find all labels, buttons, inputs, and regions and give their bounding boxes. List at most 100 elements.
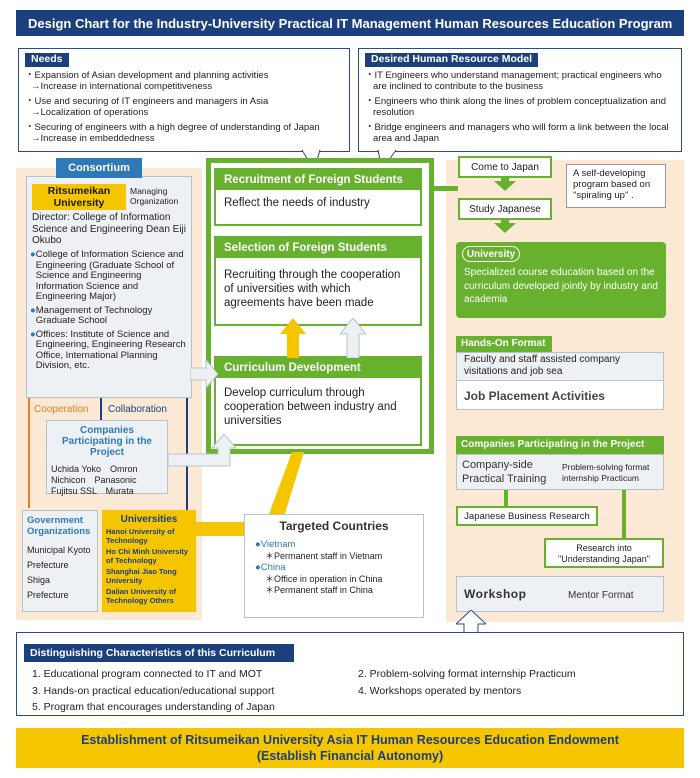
- needs-item: ・Expansion of Asian development and plan…: [25, 69, 269, 81]
- china-row: ●China: [255, 562, 413, 574]
- university-item: Dalian University of Technology Others: [106, 587, 177, 605]
- government-item: Prefecture: [27, 590, 69, 600]
- connector-research: [622, 490, 626, 538]
- companies-right-heading: Companies Participating in the Project: [456, 436, 664, 454]
- cooperation-line-orange: [28, 398, 30, 508]
- company-side-box: [456, 454, 664, 490]
- university-green-box: [456, 242, 666, 318]
- characteristic-item: 3. Hands-on practical education/educatio…: [32, 684, 275, 697]
- characteristics-right: 2. Problem-solving format internship Pra…: [358, 666, 678, 699]
- bullet-icon: ●: [30, 328, 36, 340]
- bullet-text: Offices: Institute of Science and Engine…: [35, 328, 186, 371]
- workshop-box: [456, 576, 664, 612]
- bullet-text: Management of Technology Graduate School: [35, 304, 153, 326]
- government-box: Government Organizations Municipal Kyoto…: [22, 510, 98, 612]
- characteristic-item: 4. Workshops operated by mentors: [358, 684, 522, 697]
- consortium-panel: [26, 176, 192, 398]
- handson-body: Faculty and staff assisted company visit…: [464, 354, 621, 377]
- footer-line2: (Establish Financial Autonomy): [256, 749, 444, 763]
- university-item: Shanghai Jiao Tong University: [106, 567, 177, 585]
- handson-heading: Hands-On Format: [456, 336, 552, 352]
- down-arrow: [494, 181, 516, 191]
- director-text: Director: College of Information Science…: [32, 212, 186, 246]
- down-arrow-shaft: [501, 220, 509, 224]
- footer-banner: Establishment of Ritsumeikan University …: [16, 728, 684, 768]
- china-item: ＊Permanent staff in China: [265, 585, 373, 595]
- university-name: Ritsumeikan University: [47, 185, 111, 209]
- desired-item: ・IT Engineers who understand management;…: [365, 69, 662, 93]
- desired-list: ・IT Engineers who understand management;…: [365, 70, 675, 145]
- university-item: Ho Chi Minh University of Technology: [106, 547, 189, 565]
- bullet-icon: ●: [255, 539, 261, 550]
- job-placement-label: Job Placement Activities: [464, 389, 605, 403]
- cooperation-label: Cooperation: [34, 404, 89, 415]
- cooperation-line: [100, 398, 102, 420]
- selection-box: Selection of Foreign Students Recruiting…: [214, 236, 422, 326]
- job-placement-box: [456, 380, 664, 410]
- companies-participating-box: Companies Participating in the Project U…: [46, 420, 168, 496]
- vietnam-row: ●Vietnam: [255, 539, 413, 551]
- targeted-title: Targeted Countries: [279, 519, 389, 533]
- selection-heading: Selection of Foreign Students: [216, 238, 420, 258]
- vietnam-label: Vietnam: [260, 539, 296, 550]
- university-pill: University: [462, 246, 520, 262]
- recruitment-box: Recruitment of Foreign Students Reflect …: [214, 168, 422, 226]
- consortium-bullet: ●Offices: Institute of Science and Engin…: [30, 328, 190, 372]
- vietnam-item: ＊Permanent staff in Vietnam: [265, 551, 383, 561]
- title-text: Design Chart for the Industry-University…: [28, 15, 673, 31]
- characteristic-item: 2. Problem-solving format internship Pra…: [358, 668, 576, 680]
- characteristics-heading: Distinguishing Characteristics of this C…: [24, 644, 294, 662]
- footer-line1: Establishment of Ritsumeikan University …: [81, 733, 619, 747]
- ritsumeikan-badge: Ritsumeikan University: [32, 184, 126, 210]
- problem-solving-label: Problem-solving format internship Practi…: [562, 462, 650, 483]
- workshop-label: Workshop: [464, 587, 527, 601]
- down-arrow: [494, 223, 516, 233]
- needs-item: →Increase in embeddedness: [31, 133, 155, 144]
- bullet-icon: ●: [30, 249, 36, 260]
- consortium-bullet: ●Management of Technology Graduate Schoo…: [30, 304, 190, 327]
- government-item: Municipal Kyoto: [27, 545, 91, 555]
- characteristic-item: 1. Educational program connected to IT a…: [32, 668, 263, 680]
- mentor-label: Mentor Format: [568, 590, 634, 601]
- up-arrow-grey: [340, 318, 366, 358]
- consortium-arrow: [190, 360, 218, 388]
- companies-arrow: [168, 434, 238, 467]
- needs-list: ・Expansion of Asian development and plan…: [25, 70, 343, 145]
- company-side-label: Company-side Practical Training: [462, 459, 547, 485]
- universities-box: Universities Hanoi University of Technol…: [102, 510, 196, 612]
- government-item: Prefecture Shiga: [27, 560, 69, 585]
- targeted-countries-box: Targeted Countries ●Vietnam ＊Permanent s…: [244, 514, 424, 618]
- government-title: Government Organizations: [27, 515, 91, 537]
- needs-callout: Needs ・Expansion of Asian development an…: [18, 48, 350, 152]
- curriculum-box: Curriculum Development Develop curriculu…: [214, 356, 422, 446]
- self-developing-box: A self-developing program based on "spir…: [566, 164, 666, 208]
- desired-item: ・Bridge engineers and managers who will …: [365, 121, 669, 145]
- needs-item: →Increase in international competitivene…: [31, 81, 213, 92]
- company-row: Uchida Yoko Omron: [51, 464, 138, 474]
- needs-item: ・Use and securing of IT engineers and ma…: [25, 95, 269, 107]
- consortium-bullet: ●College of Information Science and Engi…: [30, 249, 190, 303]
- consortium-label: Consortium: [56, 158, 142, 178]
- universities-title: Universities: [120, 514, 178, 525]
- collaboration-label: Collaboration: [108, 404, 167, 415]
- bullet-text: College of Information Science and Engin…: [35, 249, 184, 302]
- bullet-icon: ●: [30, 304, 36, 316]
- study-japanese-box: Study Japanese: [458, 198, 552, 220]
- university-item: Hanoi University of Technology: [106, 527, 175, 545]
- china-item: ＊Office in operation in China: [265, 574, 383, 584]
- selection-body: Recruiting through the cooperation of un…: [224, 269, 401, 309]
- desired-item: ・Engineers who think along the lines of …: [365, 95, 667, 119]
- bullet-icon: ●: [255, 562, 261, 573]
- desired-heading: Desired Human Resource Model: [365, 53, 539, 67]
- curriculum-heading: Curriculum Development: [216, 358, 420, 378]
- connector-jbr: [504, 490, 508, 506]
- jbr-box: Japanese Business Research: [456, 506, 598, 526]
- university-body: Specialized course education based on th…: [464, 267, 658, 305]
- up-arrow-yellow: [280, 318, 306, 358]
- needs-heading: Needs: [25, 53, 69, 67]
- workshop-up-arrow: [456, 610, 486, 636]
- desired-callout: Desired Human Resource Model ・IT Enginee…: [358, 48, 682, 152]
- china-label: China: [260, 562, 286, 573]
- characteristic-item: 5. Program that encourages understanding…: [32, 701, 275, 713]
- research-box: Research into "Understanding Japan": [544, 538, 664, 568]
